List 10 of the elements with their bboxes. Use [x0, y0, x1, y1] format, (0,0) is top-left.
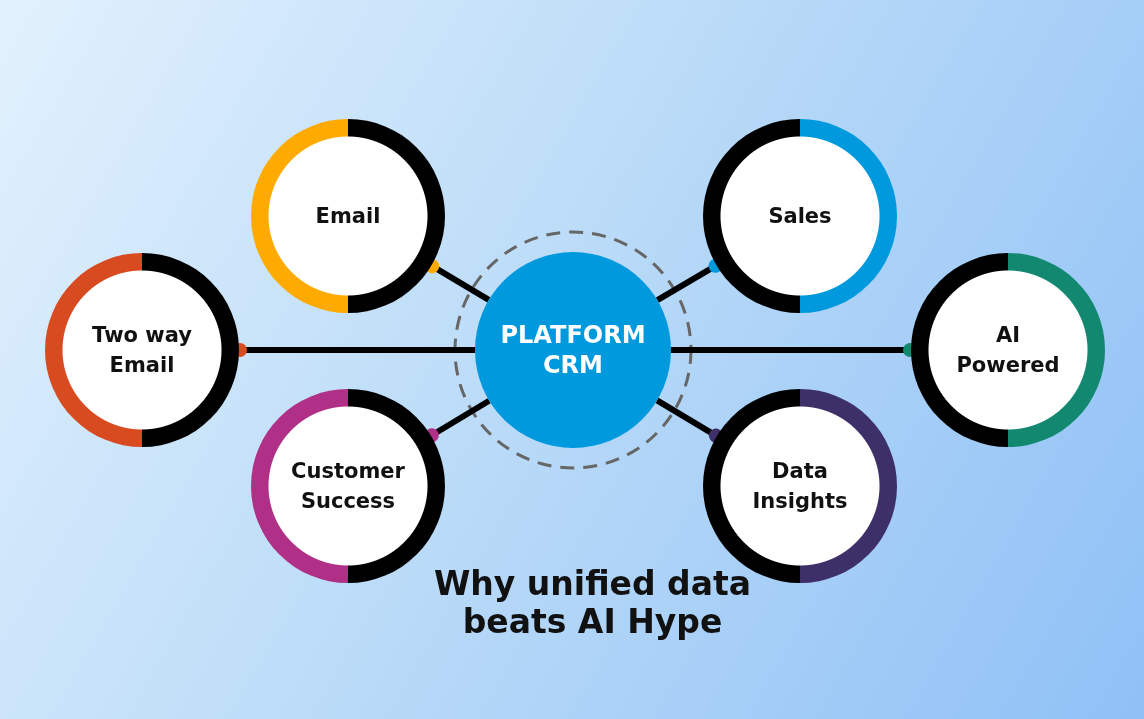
- connector-line: [425, 259, 491, 303]
- node-label: Email: [315, 202, 381, 230]
- node-label: Customer Success: [290, 457, 406, 515]
- node-label: Sales: [768, 202, 832, 230]
- diagram-title: Why unified data beats AI Hype: [432, 565, 753, 641]
- node-label: Two way Email: [91, 321, 193, 379]
- connector-line: [655, 397, 723, 443]
- node-label: PLATFORM CRM: [499, 320, 647, 380]
- node-label: AI Powered: [955, 321, 1061, 379]
- node-label: Data Insights: [751, 457, 849, 515]
